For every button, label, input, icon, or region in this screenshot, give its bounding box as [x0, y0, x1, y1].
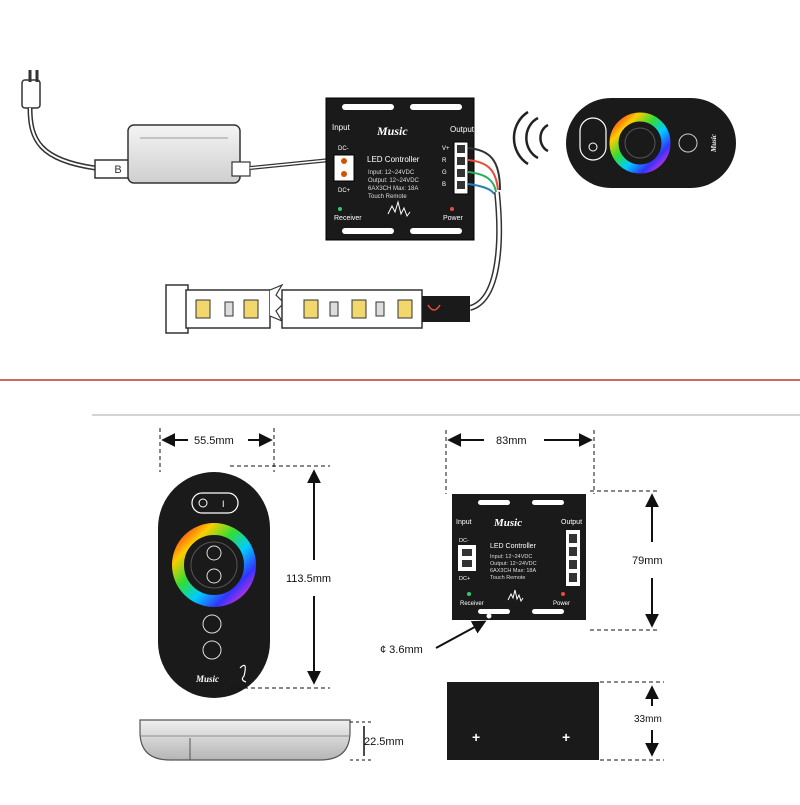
remote-height-label: 113.5mm [286, 573, 331, 585]
remote-front-brand: Music [195, 674, 219, 684]
svg-text:I: I [222, 499, 225, 509]
remote-height-dimension [230, 465, 330, 689]
ac-plug [21, 70, 96, 171]
controller-output-label: Output [450, 125, 475, 134]
controller-front: Input Output Music LED Controller Input:… [452, 494, 586, 620]
led-strip [165, 283, 470, 334]
remote-front: I Music [158, 472, 270, 698]
controller-dc-minus: DC- [338, 146, 349, 152]
remote-top-brand: Music [710, 134, 718, 153]
controller-receiver-label: Receiver [334, 215, 362, 222]
controller-top: Input Output Music LED Controller Input:… [325, 97, 475, 241]
channel-label-1: R [442, 158, 447, 164]
channel-label-3: B [442, 182, 446, 188]
controller-brand: Music [376, 124, 408, 138]
controller-input-label: Input [332, 123, 351, 132]
controller-spec-input: Input: 12~24VDC [368, 170, 415, 176]
svg-text:DC-: DC- [459, 538, 469, 544]
controller-width-dimension [445, 430, 595, 494]
remote-width-dimension [159, 428, 275, 472]
controller-power-label: Power [443, 215, 464, 222]
remote-depth-label: 22.5mm [364, 736, 404, 748]
hole-callout-arrow [435, 620, 487, 649]
remote-width-label: 55.5mm [194, 435, 234, 447]
controller-front-spec-output: Output: 12~24VDC [490, 561, 537, 567]
controller-side-view: + + [447, 681, 664, 761]
controller-front-input: Input [456, 519, 472, 526]
svg-text:DC+: DC+ [459, 576, 470, 582]
svg-text:+: + [472, 729, 480, 745]
remote-side-view [139, 719, 372, 761]
rgb-wires [467, 147, 503, 311]
controller-front-spec-input: Input: 12~24VDC [490, 554, 532, 560]
wireless-signal-icon [512, 110, 549, 166]
channel-label-2: G [442, 170, 447, 176]
controller-front-brand: Music [493, 517, 522, 529]
controller-front-power: Power [553, 601, 570, 607]
svg-text:B: B [114, 164, 121, 176]
power-supply: B [94, 124, 331, 184]
controller-spec-output: Output: 12~24VDC [368, 178, 420, 184]
controller-height-dimension [590, 490, 660, 631]
controller-front-output: Output [561, 519, 582, 526]
channel-label-0: V+ [442, 146, 450, 152]
remote-top: Music [566, 98, 736, 188]
controller-dc-plus: DC+ [338, 188, 351, 194]
controller-front-spec-max: 6AX3CH Max: 18A [490, 568, 536, 574]
controller-height-label: 79mm [632, 555, 663, 567]
controller-width-label: 83mm [496, 435, 527, 447]
controller-front-receiver: Receiver [460, 601, 484, 607]
svg-text:+: + [562, 729, 570, 745]
controller-spec-max: 6AX3CH Max: 18A [368, 186, 418, 192]
controller-spec-touch: Touch Remote [368, 194, 407, 200]
controller-title: LED Controller [367, 155, 420, 164]
controller-front-title: LED Controller [490, 543, 537, 550]
controller-depth-label: 33mm [634, 714, 662, 725]
hole-diameter-label: ¢ 3.6mm [380, 644, 423, 656]
controller-front-spec-touch: Touch Remote [490, 575, 525, 581]
